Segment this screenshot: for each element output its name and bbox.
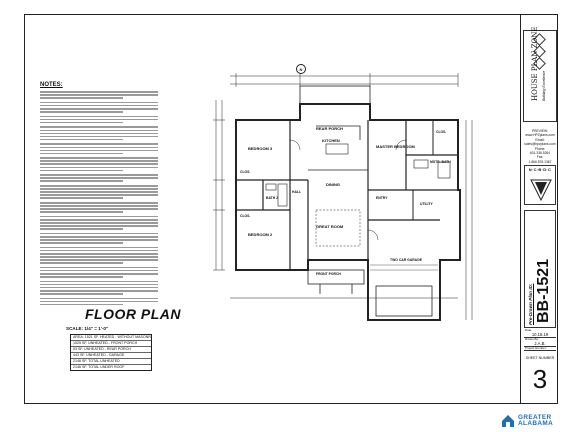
- title-block-panel: HOUSE PLAN ZONE Building Excellence PREV…: [520, 14, 558, 404]
- ncbdc-badge: N·C·B·D·C: [524, 165, 556, 205]
- floor-plan-title: FLOOR PLAN: [85, 306, 181, 322]
- drawn-by-row: Drawn By: J.A.B.: [524, 337, 556, 347]
- contact-line: Fax:: [536, 155, 544, 160]
- area-table: AREA: 1521 SF. HEATED - WITHOUT MASONRY …: [70, 334, 152, 371]
- plan-id-box: Pre-Drawn Plan ID: BB-1521: [524, 210, 556, 328]
- date-label: Date:: [525, 328, 533, 332]
- date-row: Date: 10.18.19: [524, 328, 556, 338]
- room-rear-porch: REAR PORCH: [316, 126, 343, 131]
- floor-plan-svg: [213, 73, 473, 321]
- watermark: GREATER ALABAMA: [500, 412, 574, 430]
- contact-line: 1.866.576.1367: [528, 159, 552, 164]
- contact-line: www.HPZplans.com: [525, 133, 555, 138]
- room-two-car-garage: TWO CAR GARAGE: [390, 258, 423, 262]
- plan-id-label: Pre-Drawn Plan ID:: [528, 283, 533, 325]
- ncbdc-text: N·C·B·D·C: [528, 167, 552, 172]
- room-master-bedroom: MASTER BEDROOM: [376, 144, 415, 149]
- contact-line: Phone:: [534, 146, 546, 151]
- contact-info: PREVIEW: www.HPZplans.com Email: sales@h…: [521, 129, 559, 164]
- floor-plan-drawing: N REAR PORCH KITCHEN BEDROOM 3 MASTER BE…: [208, 60, 524, 330]
- notes-title: NOTES:: [40, 82, 63, 88]
- project-row: Project Number:: [524, 346, 556, 351]
- date-value: 10.18.19: [531, 332, 549, 337]
- room-closet-bed2: CLOS.: [240, 214, 251, 218]
- room-kitchen: KITCHEN: [322, 138, 340, 143]
- watermark-text: GREATER ALABAMA: [518, 414, 554, 428]
- project-label: Project Number:: [525, 346, 547, 350]
- plan-id: BB-1521: [535, 258, 552, 323]
- scale-label: SCALE: 1/4" = 1'-0": [66, 326, 109, 331]
- room-bath-2: BATH 2: [266, 196, 278, 200]
- room-master-bath: MSTR. BATH: [430, 160, 451, 164]
- area-row: 93 SF. UNHEATED - REAR PORCH: [71, 347, 151, 353]
- contact-line: PREVIEW:: [531, 129, 549, 133]
- house-plan-zone-logo: HOUSE PLAN ZONE Building Excellence: [523, 26, 557, 122]
- notes-section: NOTES:: [40, 82, 158, 307]
- room-bedroom-2: BEDROOM 2: [248, 232, 273, 237]
- room-closet-master: CLOS.: [436, 130, 447, 134]
- room-dining: DINING: [326, 182, 340, 187]
- house-icon: [502, 415, 514, 427]
- area-row: 2146 SF. TOTAL UNHEATED: [71, 359, 151, 365]
- watermark-line2: ALABAMA: [518, 420, 554, 428]
- contact-line: 601.336.5264: [529, 151, 551, 156]
- room-utility: UTILITY: [420, 202, 433, 206]
- ncbdc-triangle-icon: [530, 179, 552, 202]
- room-front-porch: FRONT PORCH: [316, 272, 341, 276]
- area-row: 443 SF. UNHEATED - GARAGE: [71, 353, 151, 359]
- logo-subtitle: Building Excellence: [542, 70, 546, 101]
- drawn-by-value: J.A.B.: [534, 341, 546, 346]
- watermark-line1: GREATER: [518, 414, 552, 421]
- room-great-room: GREAT ROOM: [316, 224, 344, 229]
- area-row: 2146 SF. TOTAL UNDER ROOF: [73, 365, 125, 369]
- room-closet-bed3: CLOS.: [240, 170, 251, 174]
- room-entry: ENTRY: [376, 196, 388, 200]
- room-bedroom-3: BEDROOM 3: [248, 146, 273, 151]
- drawn-by-label: Drawn By:: [525, 337, 539, 341]
- contact-line: sales@hpzplans.com: [524, 142, 556, 147]
- north-arrow: N: [296, 64, 306, 74]
- area-row: 1525 SF. UNHEATED - FRONT PORCH: [71, 341, 151, 347]
- contact-line: Email:: [535, 137, 545, 142]
- area-row: AREA: 1521 SF. HEATED - WITHOUT MASONRY: [71, 335, 151, 341]
- room-hall: HALL: [292, 190, 302, 194]
- sheet-number: 3: [532, 364, 548, 394]
- sheet-number-label: SHEET NUMBER: [525, 356, 555, 360]
- logo-title: HOUSE PLAN ZONE: [531, 26, 539, 101]
- notes-body: [40, 91, 158, 306]
